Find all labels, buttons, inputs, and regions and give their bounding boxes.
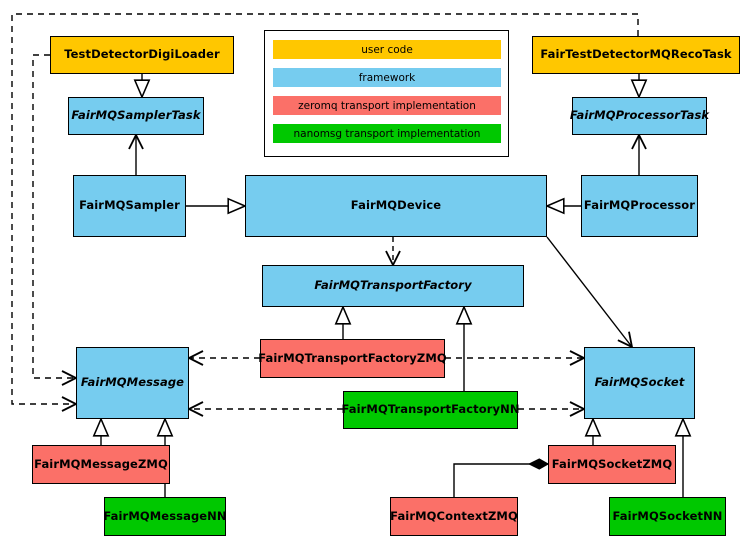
- legend-item-label: zeromq transport implementation: [298, 99, 476, 112]
- class-node-label: FairMQTransportFactoryNN: [341, 402, 520, 417]
- class-node-label: FairMQSampler: [79, 198, 180, 213]
- edge-recotask-message: [11, 13, 639, 404]
- class-node-fairtestdetectormqrecotask[interactable]: FairTestDetectorMQRecoTask: [532, 36, 740, 74]
- class-node-fairmqmessagenn[interactable]: FairMQMessageNN: [103, 497, 227, 536]
- class-node-label: FairMQSocketNN: [612, 508, 723, 523]
- class-node-fairmqtransportfactorynn[interactable]: FairMQTransportFactoryNN: [341, 391, 520, 429]
- class-node-fairmqprocessor[interactable]: FairMQProcessor: [581, 175, 698, 237]
- legend-item-user-code: user code: [273, 40, 501, 59]
- legend-item-label: nanomsg transport implementation: [293, 127, 481, 140]
- class-node-label: FairMQProcessor: [583, 198, 696, 213]
- legend-item-label: framework: [358, 71, 416, 84]
- class-node-fairmqsocketnn[interactable]: FairMQSocketNN: [609, 497, 726, 536]
- class-node-label: FairTestDetectorMQRecoTask: [540, 47, 732, 62]
- class-node-fairmqprocessortask[interactable]: FairMQProcessorTask: [569, 97, 710, 135]
- class-node-label: FairMQMessageZMQ: [34, 456, 168, 471]
- class-node-label: FairMQSamplerTask: [71, 108, 201, 123]
- class-node-fairmqdevice[interactable]: FairMQDevice: [245, 175, 547, 237]
- class-node-label: FairMQMessage: [80, 375, 185, 390]
- class-node-testdetectordigiloader[interactable]: TestDetectorDigiLoader: [50, 36, 234, 74]
- class-node-fairmqtransportfactory[interactable]: FairMQTransportFactory: [262, 265, 524, 307]
- class-node-label: FairMQTransportFactoryZMQ: [258, 350, 447, 365]
- class-node-label: FairMQProcessorTask: [569, 108, 710, 123]
- legend-item-framework: framework: [273, 68, 501, 87]
- edge-socketzmq-contextzmq: [453, 458, 550, 497]
- class-node-label: FairMQSocketZMQ: [551, 456, 673, 471]
- edge-device-socket: [546, 236, 632, 347]
- class-node-label: FairMQSocket: [594, 375, 685, 390]
- class-node-fairmqtransportfactoryzmq[interactable]: FairMQTransportFactoryZMQ: [258, 339, 447, 378]
- legend-item-nanomsg: nanomsg transport implementation: [273, 124, 501, 143]
- legend-item-label: user code: [361, 43, 413, 56]
- class-node-label: FairMQTransportFactory: [314, 278, 472, 293]
- class-node-fairmqsamplertask[interactable]: FairMQSamplerTask: [68, 97, 204, 135]
- class-node-fairmqsampler[interactable]: FairMQSampler: [73, 175, 186, 237]
- edge-digiloader-message: [32, 54, 76, 378]
- class-node-fairmqmessage[interactable]: FairMQMessage: [76, 347, 189, 419]
- class-node-fairmqcontextzmq[interactable]: FairMQContextZMQ: [390, 497, 518, 536]
- legend-panel: user code framework zeromq transport imp…: [264, 30, 509, 157]
- class-node-label: FairMQContextZMQ: [390, 508, 518, 523]
- class-node-label: TestDetectorDigiLoader: [64, 47, 220, 62]
- class-node-fairmqmessagezmq[interactable]: FairMQMessageZMQ: [32, 445, 170, 484]
- class-node-fairmqsocket[interactable]: FairMQSocket: [584, 347, 695, 419]
- legend-item-zeromq: zeromq transport implementation: [273, 96, 501, 115]
- class-node-label: FairMQMessageNN: [103, 508, 227, 523]
- class-node-fairmqsocketzmq[interactable]: FairMQSocketZMQ: [548, 445, 676, 484]
- class-node-label: FairMQDevice: [350, 198, 442, 213]
